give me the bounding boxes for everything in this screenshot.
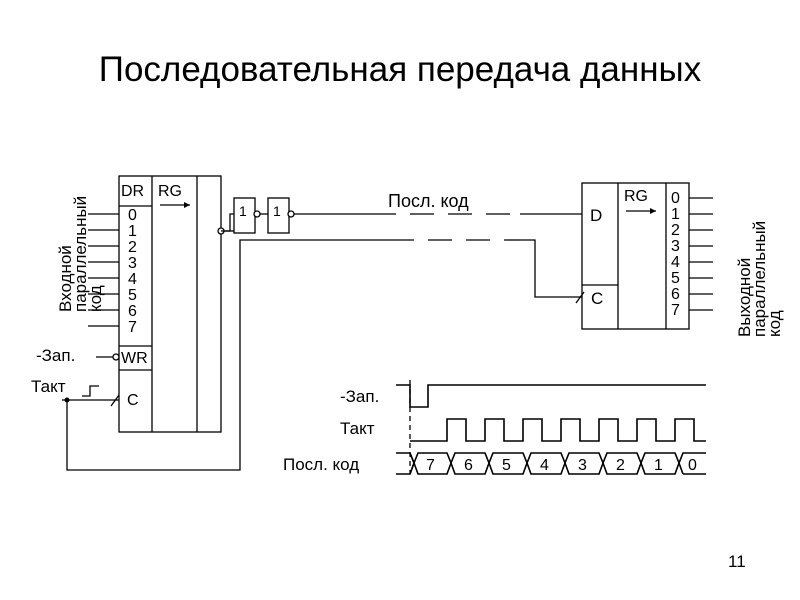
transmitter: Входной параллельный код DR RG 0 1 2 3 4… [31, 175, 390, 471]
output-label-line-2: параллельный [750, 221, 769, 337]
rx-bit-2: 2 [671, 222, 680, 239]
rx-bit-6: 6 [671, 286, 680, 303]
transmitter-bits: 0 1 2 3 4 5 6 7 [128, 207, 137, 336]
tx-bit-3: 3 [128, 255, 137, 272]
bus-bit-3: 3 [578, 457, 587, 474]
dynamic-input-mark [110, 394, 120, 407]
input-label-line-3: код [86, 285, 105, 312]
clock-signal-label: Такт [31, 377, 66, 396]
rx-bit-0: 0 [671, 190, 680, 207]
tx-bit-6: 6 [128, 303, 137, 320]
bus-bit-0: 0 [688, 457, 697, 474]
buffer-chain: 1 1 [217, 197, 295, 235]
timing-diagram: -Зап. Такт Посл. код 7 6 5 4 3 2 1 0 [283, 380, 706, 475]
receiver-register [581, 182, 690, 330]
timing-write-label: -Зап. [340, 387, 379, 406]
buffer-2-label: 1 [273, 203, 281, 219]
clock-waveform [410, 418, 706, 442]
input-code-label: Входной параллельный код [56, 196, 105, 312]
bus-bit-6: 6 [464, 457, 473, 474]
input-label-line-2: параллельный [71, 196, 90, 312]
tx-bit-7: 7 [128, 319, 137, 336]
output-label-line-1: Выходной [735, 258, 754, 337]
tx-to-buffer-line [221, 213, 234, 232]
receiver-bits: 0 1 2 3 4 5 6 7 [671, 190, 680, 319]
clock-route-line [66, 239, 390, 471]
write-waveform [396, 384, 706, 408]
rx-rg-label: RG [624, 188, 648, 205]
rx-shift-arrow-icon [650, 208, 656, 214]
output-lines [689, 197, 713, 311]
receiver: D C RG 0 1 2 3 4 5 6 7 Выходной па [575, 182, 784, 337]
tx-bit-0: 0 [128, 207, 137, 224]
bus-bit-7: 7 [426, 457, 435, 474]
buffer-1-label: 1 [239, 203, 247, 219]
buffer-1-bubble [253, 210, 261, 218]
transmitter-register [118, 175, 222, 433]
wr-label: WR [121, 350, 148, 367]
rx-bit-5: 5 [671, 270, 680, 287]
transmission-lines: Посл. код [294, 191, 582, 298]
rising-edge-icon [82, 385, 99, 397]
rx-dynamic-input-mark [575, 291, 585, 304]
bus-bit-1: 1 [654, 457, 663, 474]
tx-bit-4: 4 [128, 271, 137, 288]
serial-code-bus: 7 6 5 4 3 2 1 0 [396, 452, 706, 475]
tx-bit-2: 2 [128, 239, 137, 256]
write-signal-label: -Зап. [36, 346, 75, 365]
bus-bit-2: 2 [616, 457, 625, 474]
input-lines [88, 213, 119, 327]
c-label: C [127, 392, 139, 409]
bus-cell-0 [678, 452, 706, 475]
output-label-line-3: код [765, 310, 784, 337]
slide-title: Последовательная передача данных [98, 50, 702, 89]
bus-bit-4: 4 [540, 457, 549, 474]
bus-bit-5: 5 [502, 457, 511, 474]
rx-bit-7: 7 [671, 302, 680, 319]
timing-code-label: Посл. код [283, 455, 359, 474]
page-number: 11 [728, 552, 746, 571]
rx-d-label: D [590, 206, 602, 225]
tx-bit-5: 5 [128, 287, 137, 304]
inversion-bubble [112, 353, 120, 361]
shift-arrow-icon [184, 202, 190, 208]
rx-c-label: C [591, 289, 603, 308]
timing-clock-label: Такт [340, 419, 375, 438]
dr-label: DR [121, 183, 144, 200]
rx-bit-3: 3 [671, 238, 680, 255]
buffer-2-bubble [287, 210, 295, 218]
serial-line-label: Посл. код [388, 191, 469, 211]
rx-bit-4: 4 [671, 254, 680, 271]
rx-bit-1: 1 [671, 206, 680, 223]
input-label-line-1: Входной [56, 245, 75, 312]
tx-bit-1: 1 [128, 223, 137, 240]
clock-line-to-receiver [520, 239, 582, 298]
rg-label: RG [158, 183, 182, 200]
output-code-label: Выходной параллельный код [735, 221, 784, 337]
